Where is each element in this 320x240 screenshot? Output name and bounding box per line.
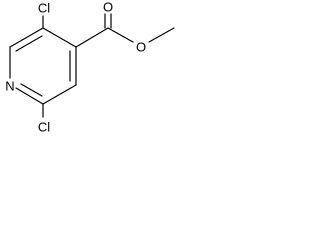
ring-double-bond-c2-c3-inner [15,35,43,52]
bond-carbonyl-ester-o [107,27,134,43]
ring-bond-c3-c4 [42,27,77,48]
ring-bond-c5-c6 [42,84,77,105]
chemical-structure-diagram: Cl Cl N O O [5,0,175,135]
ring-bond-c2-c3 [9,27,44,48]
carbonyl-oxygen-atom-label: O [103,0,113,15]
ester-oxygen-atom-label: O [136,40,146,55]
bond-ester-o-methyl [148,27,175,43]
chlorine-atom-top-label: Cl [38,1,50,16]
chlorine-atom-bottom-label: Cl [38,120,50,135]
bond-c4-carbonyl [75,27,109,48]
ring-double-bond-c6-n1-inner [20,83,43,97]
ring-bond-c6-n1 [15,87,44,105]
nitrogen-atom-label: N [5,79,14,94]
